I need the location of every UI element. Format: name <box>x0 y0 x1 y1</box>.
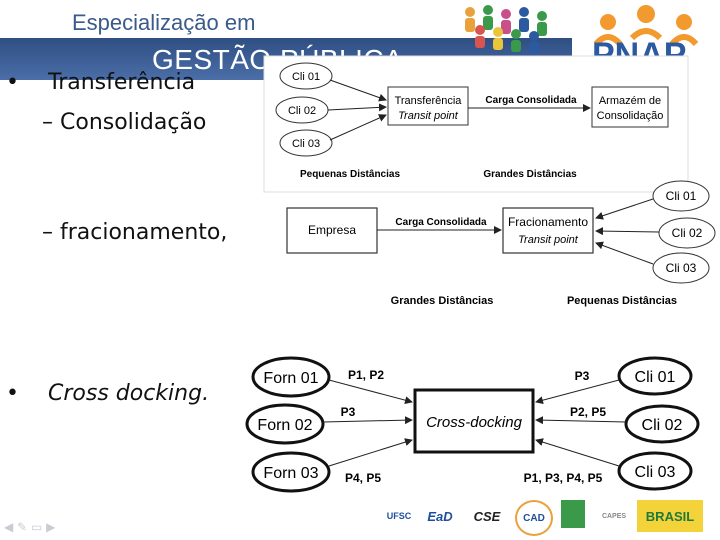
d3-cli01-label: Cli 01 <box>635 369 676 386</box>
cross-docking-diagram: Forn 01 Forn 02 Forn 03 Cross-docking Cl… <box>247 358 698 491</box>
d2-arrow-cli03 <box>596 243 653 264</box>
d1-cli02-label: Cli 02 <box>288 105 316 117</box>
d1-transfer-line1: Transferência <box>395 95 463 107</box>
d1-bottom-right-label: Grandes Distâncias <box>483 169 577 180</box>
d3-label-forn02: P3 <box>341 405 356 419</box>
d3-label-forn03: P4, P5 <box>345 471 381 485</box>
d1-warehouse-line1: Armazém de <box>599 95 661 107</box>
d3-label-forn01: P1, P2 <box>348 368 384 382</box>
d2-frac-line1: Fracionamento <box>508 215 588 229</box>
cad-logo: CAD <box>515 500 553 536</box>
d3-label-cli02: P2, P5 <box>570 405 606 419</box>
d1-warehouse-line2: Consolidação <box>597 110 664 122</box>
d3-forn02-label: Forn 02 <box>257 417 312 434</box>
cse-logo: CSE <box>467 500 507 532</box>
d3-label-cli01: P3 <box>575 369 590 383</box>
d2-edge-label: Carga Consolidada <box>395 217 487 228</box>
footer-logos: UFSC EaD CSE CAD CAPES BRASIL <box>385 500 720 536</box>
d3-label-cli03: P1, P3, P4, P5 <box>524 471 603 485</box>
d3-arrow-forn02 <box>323 420 412 422</box>
d3-arrow-forn03 <box>329 440 412 466</box>
d3-forn03-label: Forn 03 <box>263 465 318 482</box>
capes-logo: CAPES <box>597 500 631 532</box>
d2-bottom-left-label: Grandes Distâncias <box>391 295 494 307</box>
ufsc-logo: UFSC <box>385 500 413 532</box>
next-slide-icon[interactable]: ▶ <box>46 520 55 534</box>
d3-arrow-cli03 <box>536 440 619 466</box>
brasil-logo: BRASIL <box>637 500 703 532</box>
d3-arrow-cli01 <box>536 380 619 402</box>
d1-cli03-label: Cli 03 <box>292 138 320 150</box>
prev-slide-icon[interactable]: ◀ <box>4 520 13 534</box>
d2-cli01-label: Cli 01 <box>666 189 697 203</box>
d2-company-label: Empresa <box>308 223 356 237</box>
pen-icon[interactable]: ✎ <box>17 520 27 534</box>
ead-logo: EaD <box>423 500 457 532</box>
d1-cli01-label: Cli 01 <box>292 71 320 83</box>
d1-transfer-line2: Transit point <box>398 110 459 122</box>
d2-arrow-cli02 <box>596 231 659 232</box>
d2-cli02-label: Cli 02 <box>672 226 703 240</box>
slide-nav-controls[interactable]: ◀ ✎ ▭ ▶ <box>4 520 84 536</box>
d2-arrow-cli01 <box>596 199 653 218</box>
d1-bottom-left-label: Pequenas Distâncias <box>300 169 400 180</box>
d3-arrow-cli02 <box>536 420 626 422</box>
menu-icon[interactable]: ▭ <box>31 520 42 534</box>
uab-logo <box>561 500 585 528</box>
d3-cli02-label: Cli 02 <box>642 417 683 434</box>
d3-cli03-label: Cli 03 <box>635 464 676 481</box>
d3-arrow-forn01 <box>329 380 412 402</box>
d2-bottom-right-label: Pequenas Distâncias <box>567 295 677 307</box>
consolidation-diagram: Cli 01 Cli 02 Cli 03 Transferência Trans… <box>264 56 688 192</box>
d3-forn01-label: Forn 01 <box>263 370 318 387</box>
d2-cli03-label: Cli 03 <box>666 261 697 275</box>
d3-crossdock-label: Cross-docking <box>426 414 523 431</box>
d1-edge-label: Carga Consolidada <box>485 95 577 106</box>
fractioning-diagram: Empresa Carga Consolidada Fracionamento … <box>287 181 715 307</box>
d2-frac-line2: Transit point <box>518 234 579 246</box>
